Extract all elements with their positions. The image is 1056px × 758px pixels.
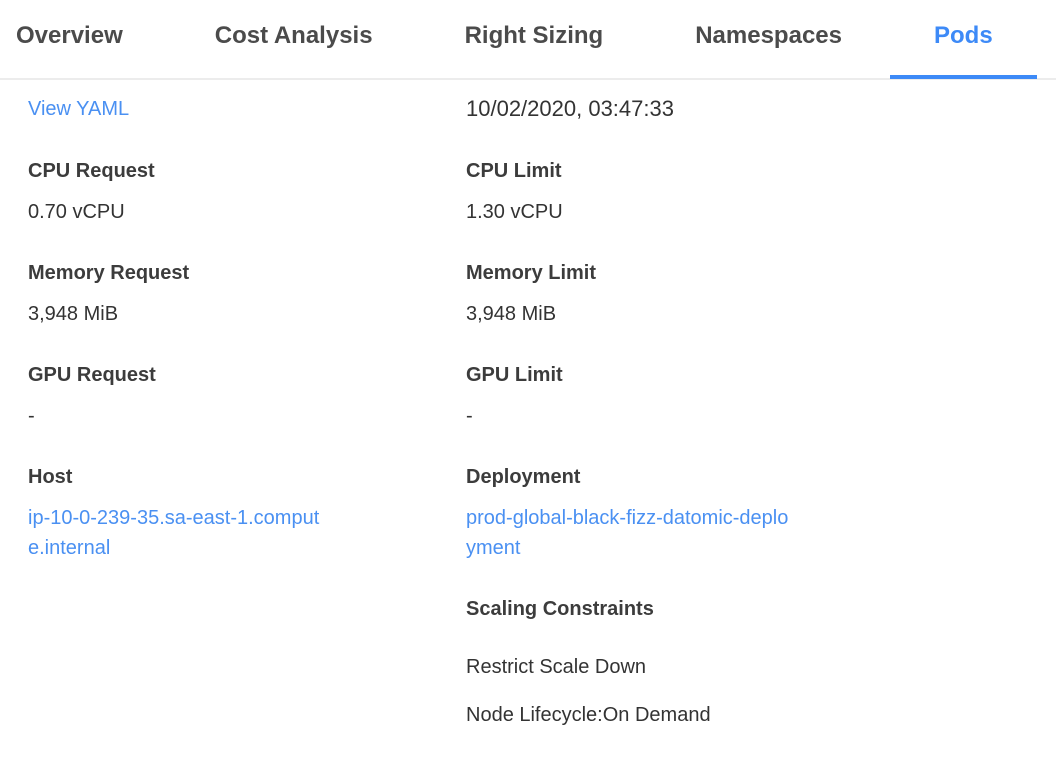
field-cpu-limit: CPU Limit 1.30 vCPU [466, 158, 1056, 227]
cpu-request-value: 0.70 vCPU [28, 201, 125, 223]
pod-timestamp: 10/02/2020, 03:47:33 [466, 96, 674, 121]
cpu-limit-value: 1.30 vCPU [466, 201, 563, 223]
constraint-node-lifecycle: Node Lifecycle:On Demand [466, 704, 711, 726]
scaling-constraints-row: Scaling Constraints Restrict Scale Down … [28, 596, 1056, 728]
gpu-limit-label: GPU Limit [466, 364, 563, 386]
tab-pods[interactable]: Pods [889, 0, 1037, 79]
field-memory-request: Memory Request 3,948 MiB [28, 260, 466, 329]
meta-right: 10/02/2020, 03:47:33 [466, 96, 1056, 122]
memory-request-value: 3,948 MiB [28, 303, 119, 325]
tab-overview[interactable]: Overview [16, 22, 123, 49]
host-link[interactable]: ip-10-0-239-35.sa-east-1.compute.interna… [28, 507, 320, 559]
meta-row: View YAML 10/02/2020, 03:47:33 [28, 96, 1056, 122]
deployment-link[interactable]: prod-global-black-fizz-datomic-deploymen… [466, 507, 789, 559]
host-deployment-row: Host ip-10-0-239-35.sa-east-1.compute.in… [28, 464, 1056, 563]
gpu-request-label: GPU Request [28, 364, 156, 386]
scaling-constraints-left-spacer [28, 596, 466, 728]
cpu-limit-label: CPU Limit [466, 160, 562, 182]
memory-row: Memory Request 3,948 MiB Memory Limit 3,… [28, 260, 1056, 329]
constraint-restrict-scale-down: Restrict Scale Down [466, 656, 647, 678]
field-gpu-request: GPU Request - [28, 362, 466, 431]
pod-details-panel: View YAML 10/02/2020, 03:47:33 CPU Reque… [0, 80, 1056, 728]
cpu-row: CPU Request 0.70 vCPU CPU Limit 1.30 vCP… [28, 158, 1056, 227]
tab-namespaces[interactable]: Namespaces [695, 22, 842, 49]
memory-limit-label: Memory Limit [466, 262, 597, 284]
memory-request-label: Memory Request [28, 262, 190, 284]
cpu-request-label: CPU Request [28, 160, 155, 182]
tab-right-sizing[interactable]: Right Sizing [464, 22, 604, 49]
scaling-constraints-label: Scaling Constraints [466, 598, 654, 620]
tab-cost-analysis[interactable]: Cost Analysis [214, 22, 373, 49]
field-gpu-limit: GPU Limit - [466, 362, 1056, 431]
view-yaml-link[interactable]: View YAML [28, 98, 130, 120]
field-host: Host ip-10-0-239-35.sa-east-1.compute.in… [28, 464, 466, 563]
tab-bar: Overview Cost Analysis Right Sizing Name… [0, 0, 1056, 80]
gpu-row: GPU Request - GPU Limit - [28, 362, 1056, 431]
scaling-constraints-section: Scaling Constraints Restrict Scale Down … [466, 596, 1056, 728]
host-label: Host [28, 466, 73, 488]
gpu-limit-value: - [466, 405, 473, 427]
gpu-request-value: - [28, 405, 35, 427]
deployment-label: Deployment [466, 466, 581, 488]
field-cpu-request: CPU Request 0.70 vCPU [28, 158, 466, 227]
meta-left: View YAML [28, 96, 466, 122]
memory-limit-value: 3,948 MiB [466, 303, 557, 325]
field-memory-limit: Memory Limit 3,948 MiB [466, 260, 1056, 329]
field-deployment: Deployment prod-global-black-fizz-datomi… [466, 464, 1056, 563]
